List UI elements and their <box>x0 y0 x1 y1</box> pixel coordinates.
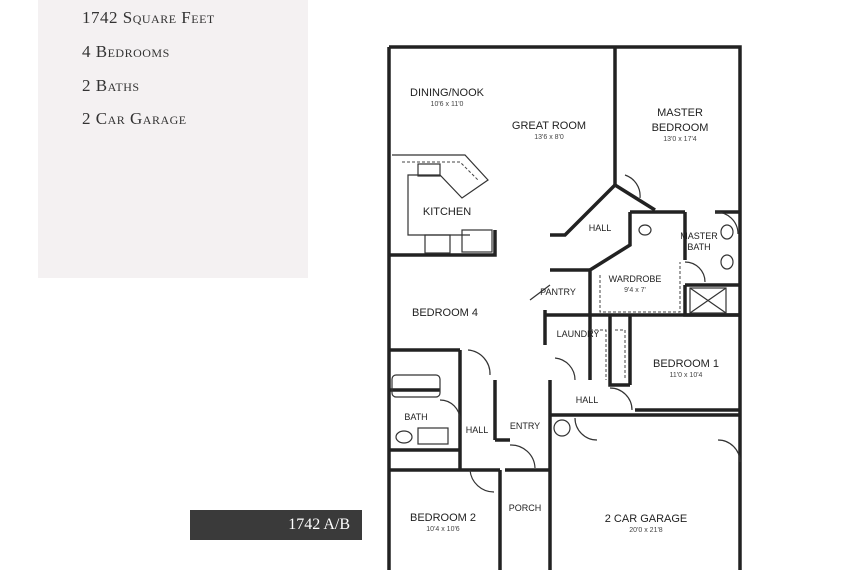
bathtub-icon <box>391 374 441 398</box>
room-hall-left: HALL <box>466 425 489 435</box>
room-wardrobe: WARDROBE <box>609 274 662 284</box>
sink-vanity-icon <box>417 427 449 445</box>
stove-icon <box>424 234 451 254</box>
room-wardrobe-dim: 9'4 x 7' <box>624 287 646 294</box>
room-hall-top: HALL <box>589 223 612 233</box>
feature-garage: 2 Car Garage <box>82 109 187 128</box>
room-dining-nook: DINING/NOOK <box>410 87 485 99</box>
room-dining-dim: 10'6 x 11'0 <box>431 101 464 108</box>
room-bedroom-4: BEDROOM 4 <box>412 307 478 319</box>
feature-square-feet: 1742 Square Feet <box>82 8 215 27</box>
feature-baths: 2 Baths <box>82 76 140 95</box>
room-master-bath-line2: BATH <box>687 242 710 252</box>
features-panel <box>38 0 308 278</box>
room-master-dim: 13'0 x 17'4 <box>663 136 697 143</box>
room-bedroom-1-dim: 11'0 x 10'4 <box>670 372 703 379</box>
room-garage-dim: 20'0 x 21'8 <box>629 527 663 534</box>
water-heater-icon <box>553 419 571 437</box>
room-pantry: PANTRY <box>540 287 576 297</box>
master-sink-icon <box>720 224 734 240</box>
exterior-walls <box>387 45 742 570</box>
room-entry: ENTRY <box>510 421 540 431</box>
room-bedroom-2-dim: 10'4 x 10'6 <box>426 526 460 533</box>
room-laundry: LAUNDRY <box>557 329 600 339</box>
master-toilet-icon <box>638 224 652 236</box>
room-porch: PORCH <box>509 503 542 513</box>
room-bedroom-2: BEDROOM 2 <box>410 512 476 524</box>
refrigerator-icon <box>461 229 493 253</box>
room-bath: BATH <box>404 412 427 422</box>
kitchen-sink-icon <box>417 163 441 177</box>
plan-label: 1742 A/B <box>190 510 362 540</box>
toilet-icon <box>395 430 413 444</box>
kitchen-counters <box>392 154 493 254</box>
door-swings <box>439 174 741 493</box>
closet-shelving <box>590 262 681 380</box>
interior-walls <box>389 47 740 570</box>
room-master-bedroom-line2: BEDROOM <box>652 122 709 134</box>
room-kitchen: KITCHEN <box>423 206 471 218</box>
room-bedroom-1: BEDROOM 1 <box>653 358 719 370</box>
room-master-bath-line1: MASTER <box>680 231 718 241</box>
shower-icon <box>689 287 727 314</box>
room-hall-mid: HALL <box>576 395 599 405</box>
feature-bedrooms: 4 Bedrooms <box>82 42 170 61</box>
bath-fixtures <box>391 224 734 445</box>
room-master-bedroom-line1: MASTER <box>657 107 703 119</box>
room-garage: 2 CAR GARAGE <box>605 513 688 525</box>
room-great-room: GREAT ROOM <box>512 120 586 132</box>
master-sink-2-icon <box>720 254 734 270</box>
room-great-dim: 13'6 x 8'0 <box>534 134 564 141</box>
